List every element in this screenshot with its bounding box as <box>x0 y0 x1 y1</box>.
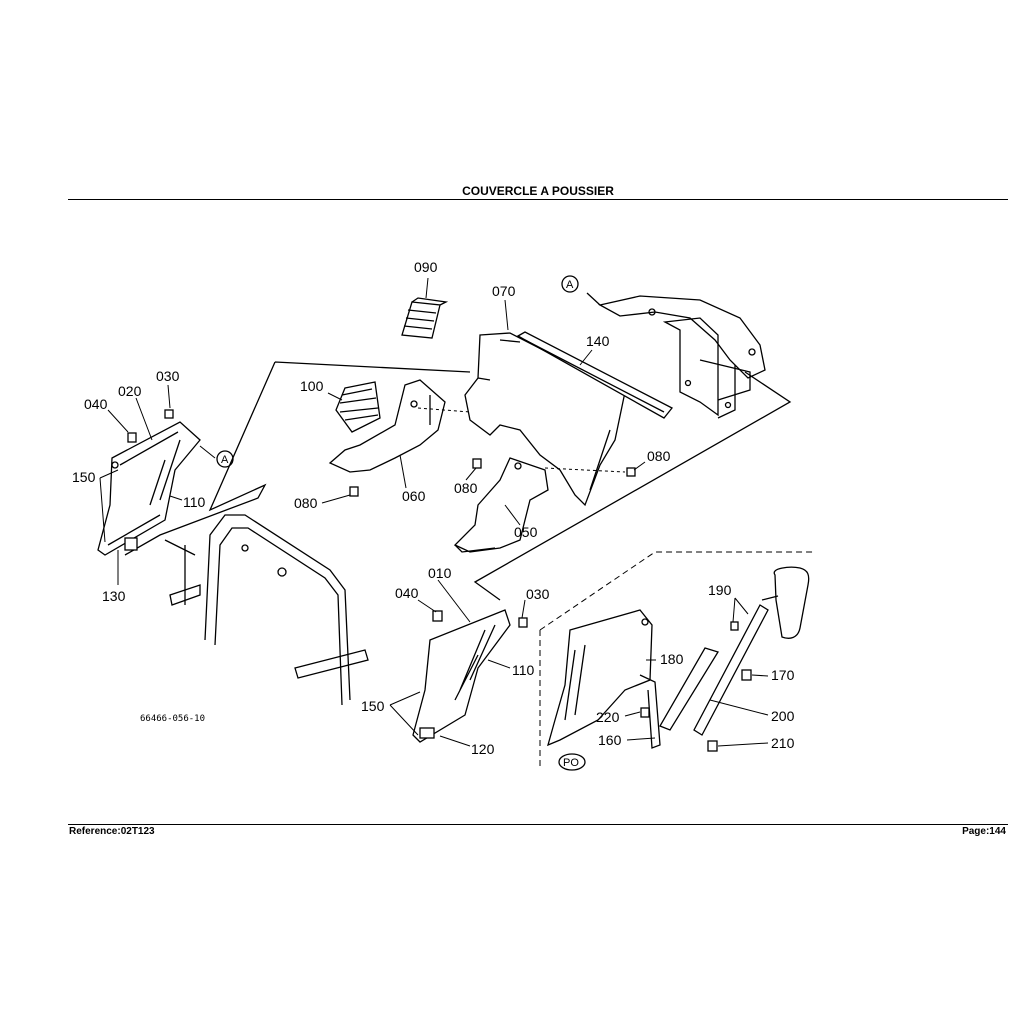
fastener-dash-lines <box>417 407 626 473</box>
part-090-pad <box>401 297 449 339</box>
callout-160: 160 <box>598 732 622 748</box>
callout-150-right: 150 <box>361 698 385 714</box>
callout-080-left: 080 <box>294 495 318 511</box>
callout-080-right: 080 <box>647 448 671 464</box>
callout-060: 060 <box>402 488 426 504</box>
header-rule <box>68 199 1008 200</box>
callout-210: 210 <box>771 735 795 751</box>
callout-040-top: 040 <box>84 396 108 412</box>
callout-030-top: 030 <box>156 368 180 384</box>
callout-130: 130 <box>102 588 126 604</box>
callout-190: 190 <box>708 582 732 598</box>
callout-110-left: 110 <box>183 494 206 510</box>
callout-220: 220 <box>596 709 620 725</box>
reference-number: Reference:02T123 <box>69 826 155 837</box>
leader-lines <box>99 277 769 747</box>
part-070-cover-plate <box>464 332 626 507</box>
callout-labels: 090 070 140 100 060 080 080 080 050 030 … <box>72 259 795 757</box>
part-050-bracket <box>453 457 549 553</box>
callout-110-right: 110 <box>512 662 535 678</box>
variant-mark-label: PO <box>563 757 579 769</box>
callout-170: 170 <box>771 667 795 683</box>
part-100-pad <box>335 381 381 433</box>
callout-020: 020 <box>118 383 142 399</box>
part-060-bracket-plate <box>328 379 446 473</box>
drawing-code: 66466-056-10 <box>140 714 205 724</box>
callout-050: 050 <box>514 524 538 540</box>
callout-010: 010 <box>428 565 452 581</box>
reference-mark-a-left: A <box>216 450 234 468</box>
callout-180: 180 <box>660 651 684 667</box>
upper-bracket <box>586 292 766 419</box>
callout-070: 070 <box>492 283 516 299</box>
page-title: COUVERCLE A POUSSIER <box>462 184 614 198</box>
callout-140: 140 <box>586 333 610 349</box>
part-020-left-panel <box>97 421 201 556</box>
footer-rule <box>68 824 1008 825</box>
callout-200: 200 <box>771 708 795 724</box>
callout-030-bottom: 030 <box>526 586 550 602</box>
ref-mark-a-label: A <box>566 279 574 291</box>
callout-080-middle: 080 <box>454 480 478 496</box>
part-010-right-panel <box>412 609 511 743</box>
variant-mark-po: PO <box>558 753 586 771</box>
reference-mark-a-top: A <box>561 275 579 293</box>
main-frame <box>164 514 369 706</box>
callout-100: 100 <box>300 378 324 394</box>
callout-150-left: 150 <box>72 469 96 485</box>
callout-120: 120 <box>471 741 495 757</box>
part-140-rubber-strip <box>516 331 674 419</box>
po-variant-group <box>539 551 815 770</box>
frame-outline <box>124 361 792 601</box>
callout-040-bottom: 040 <box>395 585 419 601</box>
ref-mark-a-left-label: A <box>221 454 229 466</box>
callout-090: 090 <box>414 259 438 275</box>
page-number: Page:144 <box>962 826 1006 837</box>
